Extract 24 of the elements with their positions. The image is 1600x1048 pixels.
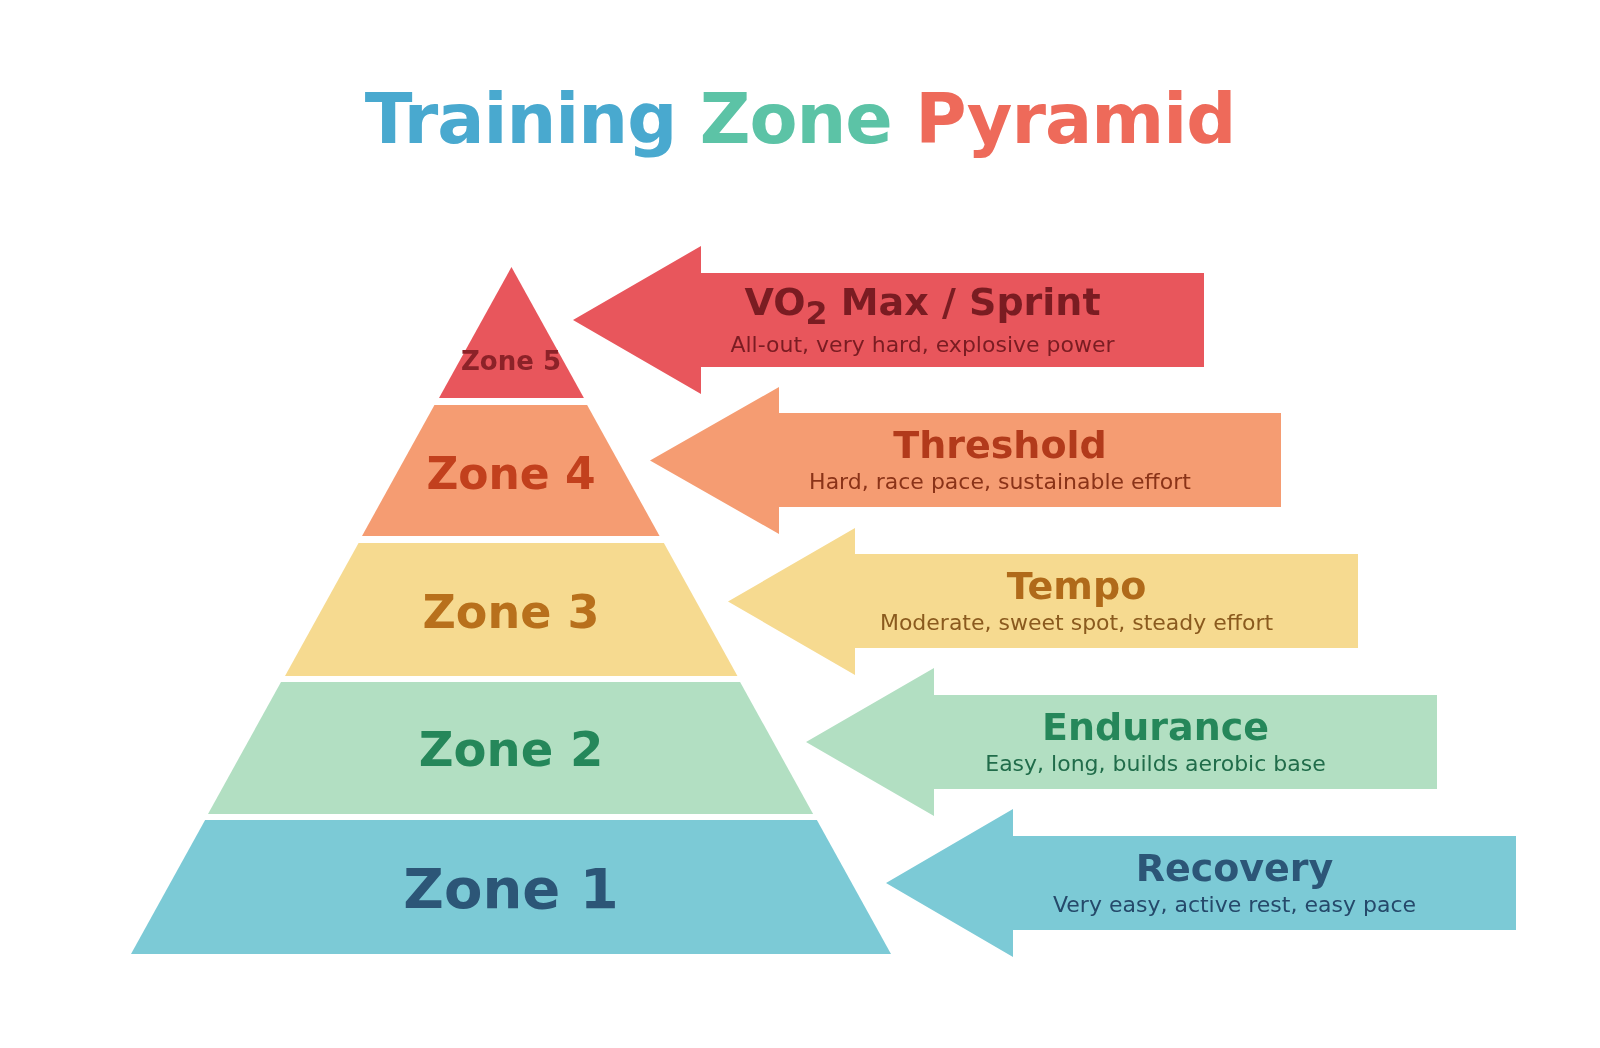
pyramid-level [131,820,891,954]
zone-label: Zone 1 [402,858,620,920]
pyramid-level [208,682,814,814]
title: Training Zone Pyramid [363,78,1237,160]
pyramid-level [438,267,584,398]
zone-name: Recovery [1135,846,1334,891]
arrow-banner [886,809,1516,957]
pyramid-level [284,543,738,676]
zone-label: Zone 5 [459,347,562,376]
zone-description: Hard, race pace, sustainable effort [809,468,1191,497]
zone-label: Zone 4 [425,449,597,498]
zone-description: Easy, long, builds aerobic base [985,749,1326,778]
zone-name: Endurance [1042,705,1269,750]
zone-label: Zone 3 [421,587,601,638]
zone-description: All-out, very hard, explosive power [730,330,1115,359]
pyramid-level [362,405,660,536]
zone-label: Zone 2 [417,723,605,776]
zone-name: VO$_{2}$ Max / Sprint [744,280,1101,331]
zone-description: Very easy, active rest, easy pace [1053,890,1416,919]
arrow-banner [728,528,1358,675]
zone-name: Threshold [893,424,1107,469]
arrow-banner [806,668,1437,816]
zone-description: Moderate, sweet spot, steady effort [879,609,1274,638]
zone-name: Tempo [1006,565,1147,610]
